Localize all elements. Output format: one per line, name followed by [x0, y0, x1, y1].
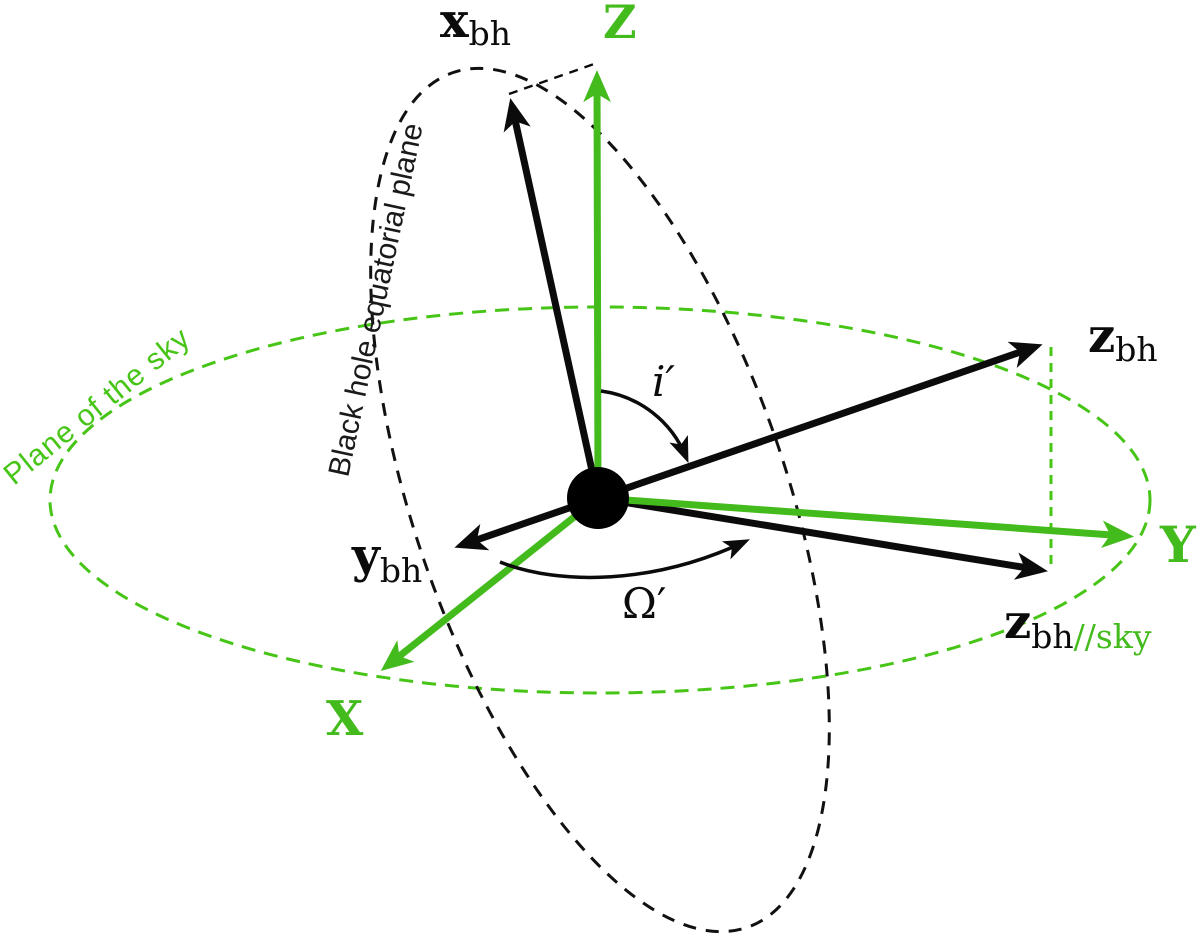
position-angle-arc: [499, 539, 750, 580]
xbh-label-main: x: [440, 0, 469, 49]
zbh-label-main: z: [1088, 308, 1115, 364]
ybh-label-main: y: [351, 528, 382, 584]
zbh-axis-label: zbh: [1088, 308, 1158, 369]
position-angle-label: Ω′: [622, 579, 666, 628]
zbh-sky-label: zbh//sky: [1004, 594, 1152, 656]
z-axis-label: Z: [603, 0, 637, 49]
x-axis-arrow: [380, 495, 601, 672]
y-axis-arrow: [597, 494, 1135, 549]
zbh-label-sub: bh: [1115, 330, 1157, 369]
zbh-sky-label-suffix: //sky: [1074, 617, 1152, 656]
zbh-sky-label-main: z: [1004, 594, 1031, 650]
ybh-axis-label: ybh: [351, 528, 422, 590]
inclination-angle-label: i′: [652, 357, 675, 406]
ybh-label-sub: bh: [380, 551, 422, 590]
xbh-label-sub: bh: [469, 14, 511, 53]
sky-plane-label: Plane of the sky: [0, 321, 197, 491]
zbh-sky-projection-arrow: [597, 494, 1048, 580]
xbh-axis-label: xbh: [440, 0, 511, 53]
bh-plane-label: Black hole equatorial plane: [323, 120, 430, 479]
x-axis-label: X: [326, 691, 364, 747]
zbh-sky-label-sub: bh: [1031, 617, 1073, 656]
sky-frame-arrows: [380, 69, 1135, 672]
z-axis-arrow: [583, 69, 611, 499]
xbh-axis-arrow: [503, 98, 602, 499]
zbh-axis-arrow: [596, 341, 1043, 502]
black-hole-dot: [567, 467, 629, 529]
y-axis-label: Y: [1159, 515, 1197, 574]
bh-frame-arrows: [454, 98, 1048, 580]
inclination-angle-arc: [600, 389, 689, 464]
